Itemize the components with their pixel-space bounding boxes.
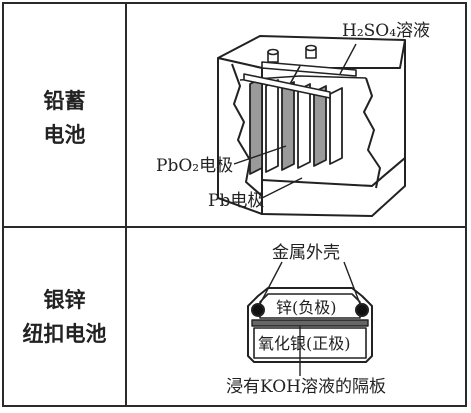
bus-bar-link: [289, 65, 301, 85]
positive-electrode-label: PbO₂电极: [156, 156, 233, 176]
column-divider: [125, 2, 127, 407]
plate-5: [313, 85, 327, 167]
cathode-compartment: [253, 327, 367, 359]
shell-contact-left: [251, 303, 265, 317]
plate-1: [249, 77, 263, 175]
negative-electrode-label: Pb电极: [208, 191, 264, 211]
silver-zinc-label-line1: 银锌: [43, 288, 86, 312]
terminal-right: [305, 44, 317, 59]
lead-acid-label-line1: 铅蓄: [43, 89, 86, 113]
bus-bar-front: [243, 73, 331, 99]
button-cell-diagram: [247, 261, 373, 376]
electrolyte-label: H₂SO₄溶液: [342, 21, 430, 41]
leader-negative: [261, 177, 303, 199]
cutaway-edge-left: [231, 63, 263, 197]
plate-2: [265, 79, 279, 173]
silver-zinc-battery-label: 银锌 纽扣电池: [4, 283, 125, 351]
separator-label: 浸有KOH溶液的隔板: [226, 377, 386, 397]
leader-shell-right: [343, 261, 361, 305]
silver-zinc-label-line2: 纽扣电池: [22, 322, 107, 346]
electrode-plates: [249, 77, 343, 175]
cutaway-edge-right: [363, 77, 381, 189]
leader-positive: [233, 145, 287, 165]
leader-electrolyte: [339, 43, 357, 75]
battery-case-right: [261, 157, 406, 217]
terminal-left: [267, 48, 279, 63]
lead-acid-battery-label: 铅蓄 电池: [4, 84, 125, 152]
anode-label: 锌(负极): [276, 298, 337, 317]
cathode-label: 氧化银(正极): [258, 334, 351, 353]
separator-layer: [251, 319, 369, 327]
lead-acid-label-line2: 电池: [43, 123, 86, 147]
row-divider: [2, 226, 467, 228]
lead-acid-battery-diagram: [217, 35, 406, 217]
shell-contact-right: [355, 303, 369, 317]
plate-3: [281, 81, 295, 171]
anode-compartment: [259, 293, 361, 319]
table-border: [2, 2, 467, 407]
bus-bar-back: [261, 61, 357, 77]
plate-4: [297, 83, 311, 169]
plate-6: [329, 87, 343, 165]
leader-shell-left: [259, 261, 283, 305]
metal-shell-label: 金属外壳: [272, 243, 340, 263]
